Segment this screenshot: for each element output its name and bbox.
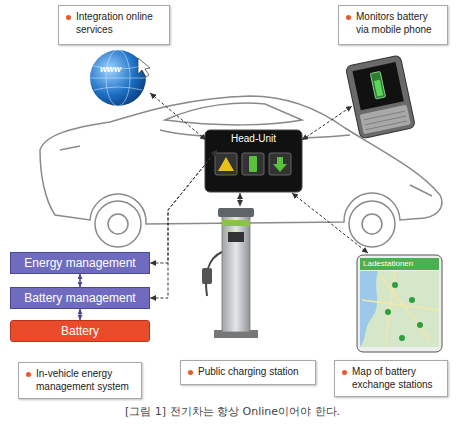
globe-text: www [100, 64, 121, 74]
callout-text: Integration online services [76, 11, 163, 36]
box-label: Energy management [15, 256, 145, 270]
callout-box: Public charging station [180, 360, 316, 385]
head-unit: Head-Unit [205, 130, 302, 150]
bullet-dot [66, 15, 71, 20]
head-unit-screen [205, 130, 302, 192]
bullet-dot [342, 370, 347, 375]
bullet-dot [346, 15, 351, 20]
car-outline [40, 96, 442, 247]
process-box: Energy management [10, 252, 150, 274]
mobile-phone [345, 55, 415, 139]
map-title: Ladestationen [363, 259, 413, 269]
figure-caption: [그림 1] 전기차는 항상 Online이어야 한다. [0, 404, 465, 419]
callout-text: Monitors battery via mobile phone [356, 11, 441, 36]
box-label: Battery [15, 324, 145, 338]
callout-box: In-vehicle energy management system [18, 362, 142, 399]
charging-station [202, 208, 258, 338]
callout-text: In-vehicle energy management system [36, 368, 135, 393]
callout-text: Map of battery exchange stations [352, 366, 441, 391]
callout-box: Integration online services [58, 5, 170, 45]
callout-box: Monitors battery via mobile phone [338, 5, 448, 45]
bullet-dot [26, 372, 31, 377]
flow-arrow [79, 274, 81, 287]
map-screen [357, 255, 442, 352]
process-box: Battery management [10, 287, 150, 309]
box-label: Battery management [15, 291, 145, 305]
dashed-connector [150, 150, 217, 263]
dashed-connector [150, 150, 217, 298]
callout-text: Public charging station [198, 366, 309, 379]
dashed-link [150, 93, 368, 253]
battery-box: Battery [10, 320, 150, 342]
flow-arrow [79, 309, 81, 320]
box-label: Head-Unit [205, 133, 302, 144]
globe-icon [90, 50, 150, 106]
bullet-dot [188, 370, 193, 375]
callout-box: Map of battery exchange stations [334, 360, 448, 397]
